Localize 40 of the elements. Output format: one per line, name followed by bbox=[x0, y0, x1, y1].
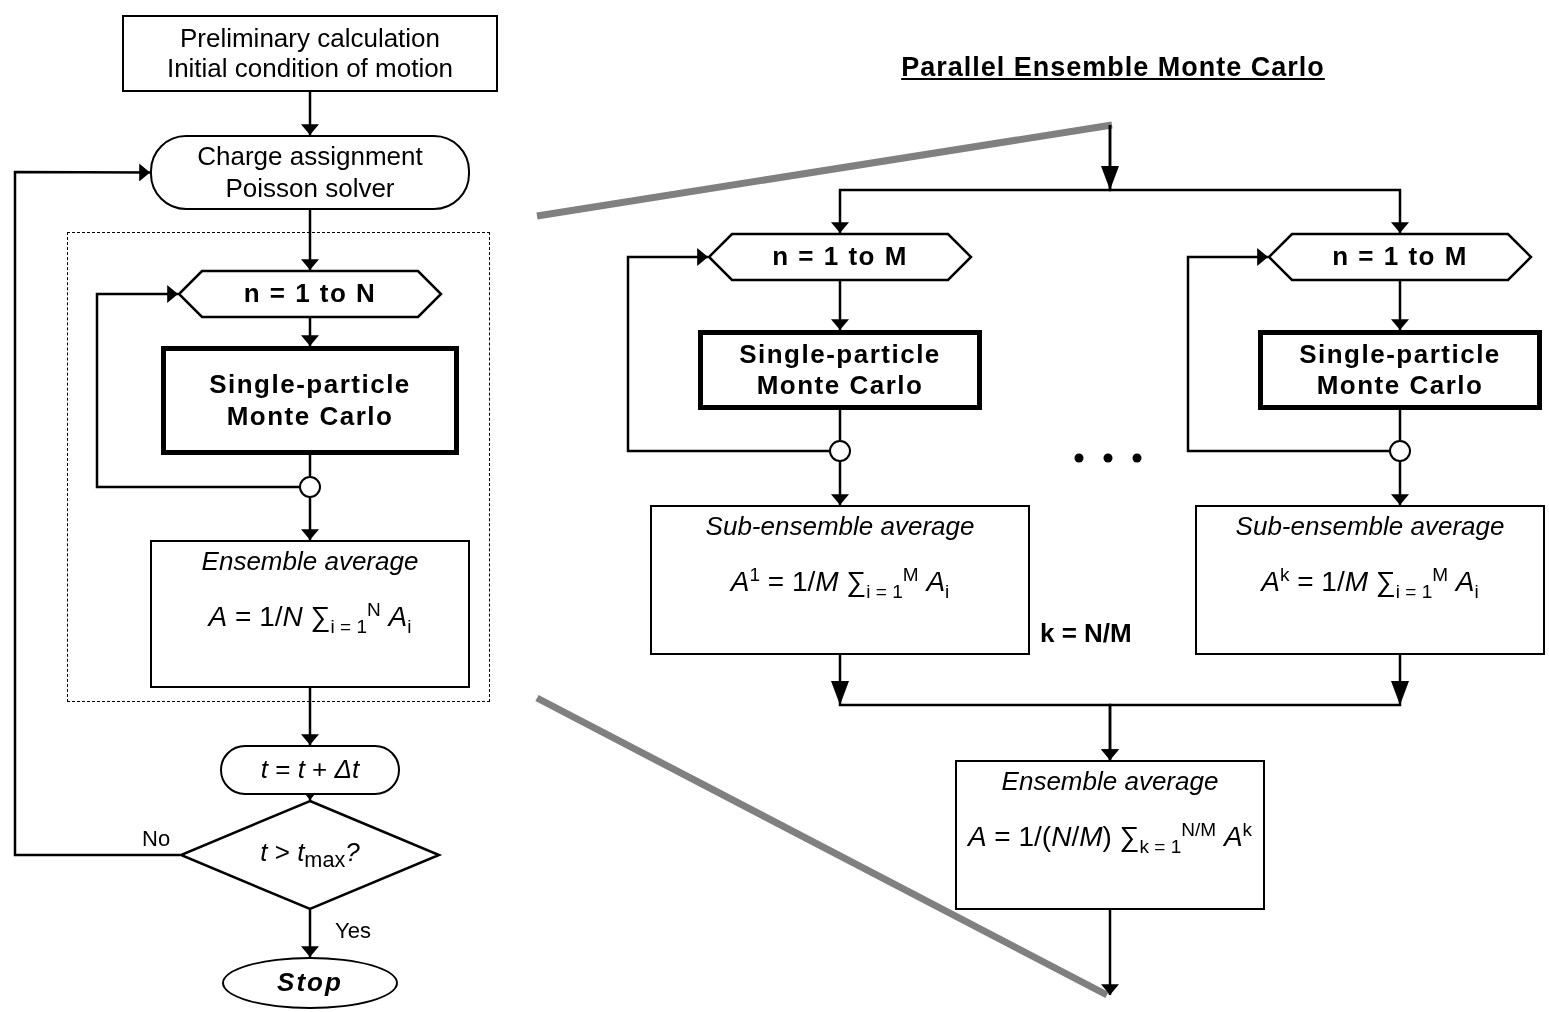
node-label: n = 1 to M bbox=[772, 241, 908, 273]
process-box bbox=[955, 760, 1265, 910]
formula: A$^{1}$ = 1/M ∑$_{i = 1}$$^{M}$ A$_{i}$ bbox=[730, 564, 950, 604]
box-label: Single-particle Monte Carlo bbox=[738, 338, 942, 402]
node-label: Stop bbox=[277, 967, 343, 999]
node-label: t = t + Δt bbox=[260, 754, 360, 786]
diagram-title: Parallel Ensemble Monte Carlo bbox=[900, 52, 1326, 83]
process-box bbox=[161, 346, 459, 455]
node-label: Charge assignment bbox=[197, 141, 423, 173]
formula: A = 1/(N/M) ∑$_{k = 1}$$^{N/M}$ A$^{k}$ bbox=[967, 819, 1253, 859]
loop-hexagon bbox=[708, 233, 972, 281]
box-heading: Sub-ensemble average bbox=[705, 511, 975, 543]
process-box bbox=[1195, 505, 1545, 655]
loop-hexagon bbox=[1268, 233, 1532, 281]
junction-circle bbox=[299, 476, 321, 498]
box-heading: Ensemble average bbox=[1001, 766, 1219, 798]
node-label: n = 1 to M bbox=[1332, 241, 1468, 273]
process-box bbox=[1258, 330, 1542, 410]
dashed-group-box bbox=[67, 232, 490, 702]
annotation-label: k = N/M bbox=[1040, 618, 1132, 649]
node-label: Poisson solver bbox=[225, 172, 395, 204]
decision-diamond bbox=[180, 800, 440, 910]
node-label: Preliminary calculation bbox=[179, 23, 441, 54]
process-box bbox=[150, 540, 470, 688]
box-label: Single-particle Monte Carlo bbox=[208, 369, 412, 432]
formula: A = 1/N ∑$_{i = 1}$$^{N}$ A$_{i}$ bbox=[208, 599, 412, 639]
process-box bbox=[122, 15, 498, 92]
box-label: Single-particle Monte Carlo bbox=[1298, 338, 1502, 402]
node-label: n = 1 to N bbox=[243, 278, 377, 310]
process-box bbox=[698, 330, 982, 410]
node-label: t > t$_{max}$? bbox=[260, 836, 360, 874]
process-box bbox=[650, 505, 1030, 655]
formula: A$^{k}$ = 1/M ∑$_{i = 1}$$^{M}$ A$_{i}$ bbox=[1261, 564, 1479, 604]
box-heading: Ensemble average bbox=[201, 546, 419, 578]
junction-circle bbox=[1389, 440, 1411, 462]
loop-hexagon bbox=[178, 270, 442, 318]
junction-circle bbox=[829, 440, 851, 462]
node-label: Initial condition of motion bbox=[166, 53, 454, 84]
box-heading: Sub-ensemble average bbox=[1235, 511, 1505, 543]
terminal-box bbox=[220, 745, 400, 795]
